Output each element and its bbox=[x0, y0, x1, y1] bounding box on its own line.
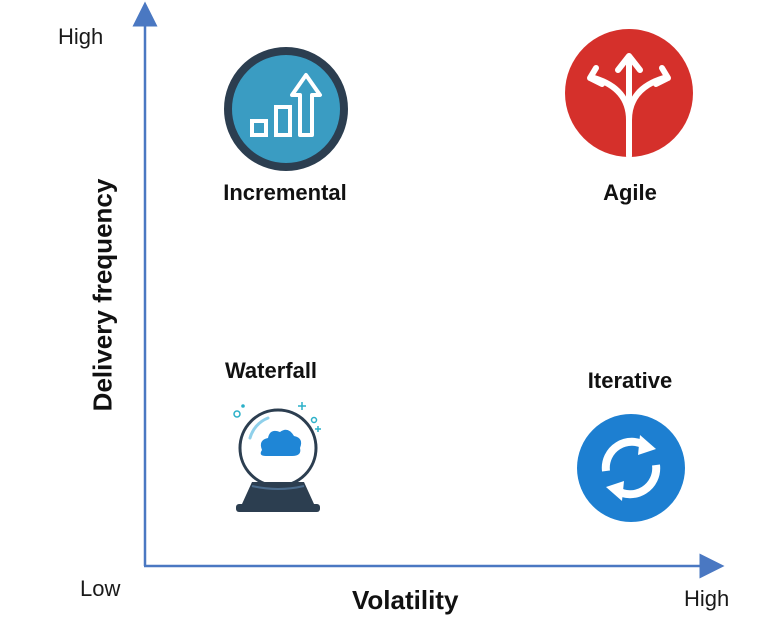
iterative-label: Iterative bbox=[587, 368, 673, 393]
y-axis-high-label: High bbox=[58, 24, 104, 49]
agile-label: Agile bbox=[603, 180, 657, 205]
x-axis-low-label: Low bbox=[80, 576, 121, 601]
split-arrows-icon bbox=[565, 29, 693, 158]
waterfall-label: Waterfall bbox=[224, 358, 318, 383]
y-axis-title: Delivery frequency bbox=[87, 178, 118, 412]
bar-chart-arrow-icon bbox=[224, 47, 348, 171]
x-axis-high-label: High bbox=[684, 586, 730, 611]
refresh-cycle-icon bbox=[577, 414, 685, 522]
x-axis-title: Volatility bbox=[352, 585, 459, 615]
incremental-label: Incremental bbox=[223, 180, 347, 205]
crystal-ball-icon bbox=[233, 402, 321, 512]
